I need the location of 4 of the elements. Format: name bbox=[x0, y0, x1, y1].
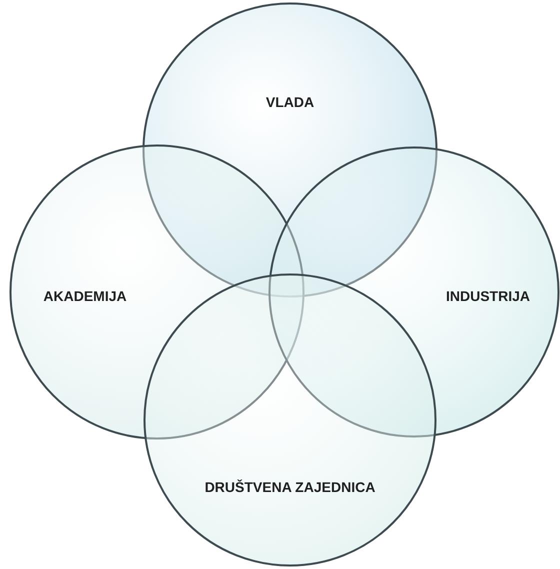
circle-label: DRUŠTVENA ZAJEDNICA bbox=[204, 479, 376, 495]
circle-label: VLADA bbox=[266, 94, 314, 110]
circle-label: AKADEMIJA bbox=[43, 288, 127, 304]
circle-label: INDUSTRIJA bbox=[446, 288, 530, 304]
